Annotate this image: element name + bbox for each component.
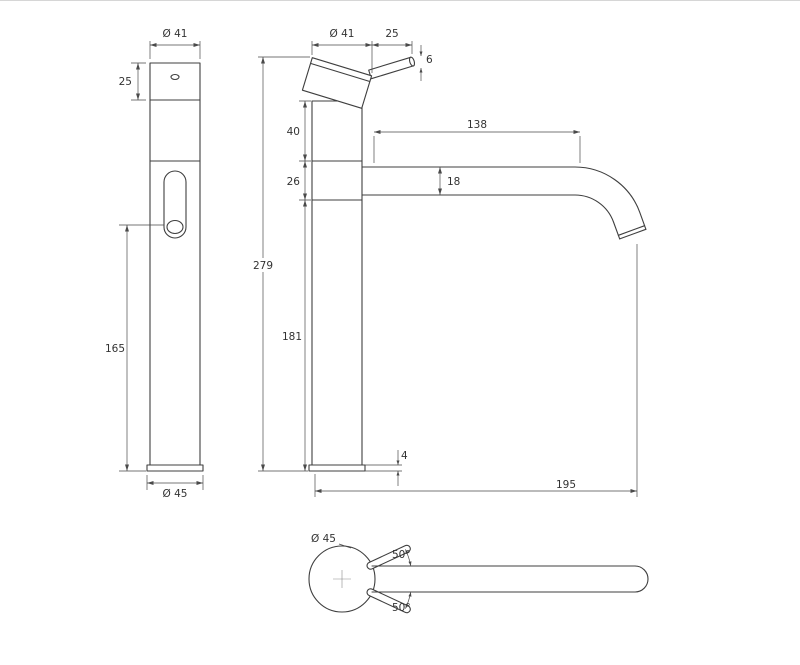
side-total-height-label: 279 — [253, 260, 273, 272]
side-base-flange — [308, 464, 366, 472]
front-body-outline — [149, 62, 201, 466]
plan-base-circle — [308, 545, 376, 613]
dim-side-handle-length: 25 — [372, 28, 413, 54]
dim-front-top-diameter: Ø 41 — [149, 28, 201, 59]
side-spout-diameter-label: 18 — [447, 176, 460, 188]
dim-plan-angle-upper: 50° — [392, 549, 412, 567]
side-lower-height-label: 181 — [282, 331, 302, 343]
side-spout-section-label: 26 — [287, 176, 301, 188]
front-view: Ø 41 25 165 Ø 45 — [105, 28, 204, 500]
front-spout-recess — [163, 170, 187, 239]
front-aerator — [166, 219, 184, 235]
plan-center-mark — [333, 570, 351, 588]
plan-lever-lower — [366, 588, 411, 614]
side-lever-end — [408, 56, 416, 67]
side-view: Ø 41 25 6 40 26 181 279 — [248, 28, 647, 497]
front-set-screw — [170, 73, 180, 81]
plan-diameter-leader — [338, 543, 352, 549]
plan-angle-lower-label: 50° — [392, 602, 411, 614]
front-spout-height-label: 165 — [105, 343, 125, 355]
side-spout-end — [619, 228, 647, 240]
dim-front-spout-height: 165 — [105, 224, 164, 472]
side-top-diameter-label: Ø 41 — [330, 28, 355, 40]
side-total-reach-label: 195 — [556, 479, 576, 491]
plan-view: 50° 50° Ø 45 — [308, 533, 649, 614]
dim-side-spout-section: 26 — [287, 161, 308, 200]
side-body-outline — [311, 100, 363, 466]
side-spout-inner — [361, 194, 621, 240]
front-base-flange — [146, 464, 204, 472]
plan-angle-arc-lower — [405, 591, 412, 609]
side-lever-diameter-label: 6 — [426, 54, 433, 66]
side-spout-aerator-line — [617, 225, 646, 236]
plan-spout — [371, 565, 649, 593]
dim-front-cap-height: 25 — [119, 62, 146, 101]
plan-angle-arc-upper — [405, 549, 412, 567]
dim-side-spout-reach: 138 — [373, 119, 581, 163]
plan-angle-upper-label: 50° — [392, 549, 411, 561]
dim-plan-base-diameter: Ø 45 — [311, 533, 352, 549]
front-base-diameter-label: Ø 45 — [163, 488, 188, 500]
front-cap-height-label: 25 — [119, 76, 132, 88]
side-spout-outer — [361, 166, 647, 230]
side-upper-section-label: 40 — [287, 126, 300, 138]
plan-lever-upper — [366, 544, 411, 570]
dim-side-lever-diameter: 6 — [419, 45, 433, 81]
dim-side-lower-height: 181 — [282, 200, 308, 471]
dim-side-base-height: 4 — [365, 450, 408, 486]
side-lever — [368, 56, 414, 80]
side-spout-reach-label: 138 — [467, 119, 487, 131]
dim-front-base-diameter: Ø 45 — [146, 475, 204, 500]
side-handle-length-label: 25 — [385, 28, 398, 40]
dim-plan-angle-lower: 50° — [392, 591, 412, 614]
dim-side-total-reach: 195 — [314, 244, 638, 497]
side-handle-cap — [301, 57, 373, 109]
side-total-height-label-bg — [248, 258, 278, 272]
dim-side-spout-diameter: 18 — [437, 167, 460, 195]
front-top-diameter-label: Ø 41 — [163, 28, 188, 40]
dim-side-total-height: 279 — [248, 56, 310, 472]
side-base-height-label: 4 — [401, 450, 408, 462]
side-handle-cap-seam — [309, 62, 371, 83]
plan-base-diameter-label: Ø 45 — [311, 533, 336, 545]
